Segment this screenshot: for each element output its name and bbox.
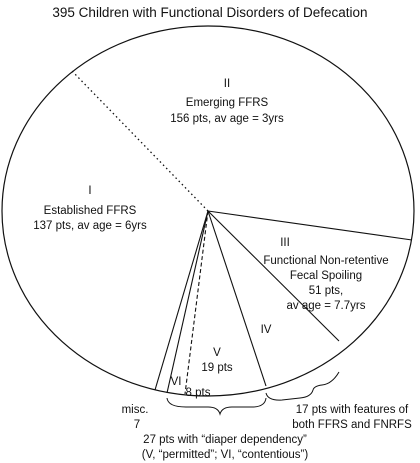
boundary-vi-misc (166, 210, 209, 394)
segment-i-detail: 137 pts, av age = 6yrs (33, 220, 147, 232)
segment-ii-numeral: II (224, 78, 230, 90)
segment-iii-name-line1: Functional Non-retentive (263, 255, 388, 267)
boundary-ii-iii (207, 210, 413, 241)
overlap-annotation-line2: both FFRS and FNRFS (292, 419, 412, 431)
diaper-brace (166, 397, 267, 416)
boundary-misc-i (154, 210, 209, 391)
segment-vi-detail: 8 pts (186, 387, 211, 399)
boundary-iv-v (207, 210, 267, 387)
overlap-brace (265, 371, 340, 401)
pie-outline (1, 25, 415, 397)
segment-v-numeral: V (213, 347, 221, 359)
boundary-i-ii (71, 70, 209, 212)
overlap-annotation-line1: 17 pts with features of (296, 404, 409, 416)
segment-vi-numeral: VI (171, 376, 182, 388)
segment-ii-detail: 156 pts, av age = 3yrs (170, 113, 284, 125)
segment-v-detail: 19 pts (201, 362, 233, 374)
segment-iii-age: av age = 7.7yrs (287, 300, 366, 312)
segment-ii-name: Emerging FFRS (186, 97, 269, 109)
diaper-annotation-line1: 27 pts with “diaper dependency” (143, 434, 307, 446)
segment-iii-numeral: III (280, 237, 290, 249)
page-title: 395 Children with Functional Disorders o… (52, 5, 367, 20)
boundary-v-vi (184, 210, 209, 395)
segment-iii-count: 51 pts, (309, 285, 344, 297)
misc-count: 7 (134, 419, 140, 431)
segment-iii-name-line2: Fecal Spoiling (290, 270, 362, 282)
diaper-annotation-line2: (V, “permitted”; VI, “contentious”) (142, 449, 309, 461)
boundary-iii-iv (207, 210, 340, 342)
segment-i-name: Established FFRS (44, 205, 137, 217)
segment-i-numeral: I (88, 185, 91, 197)
misc-label: misc. (122, 404, 149, 416)
segment-iv-numeral: IV (261, 324, 272, 336)
